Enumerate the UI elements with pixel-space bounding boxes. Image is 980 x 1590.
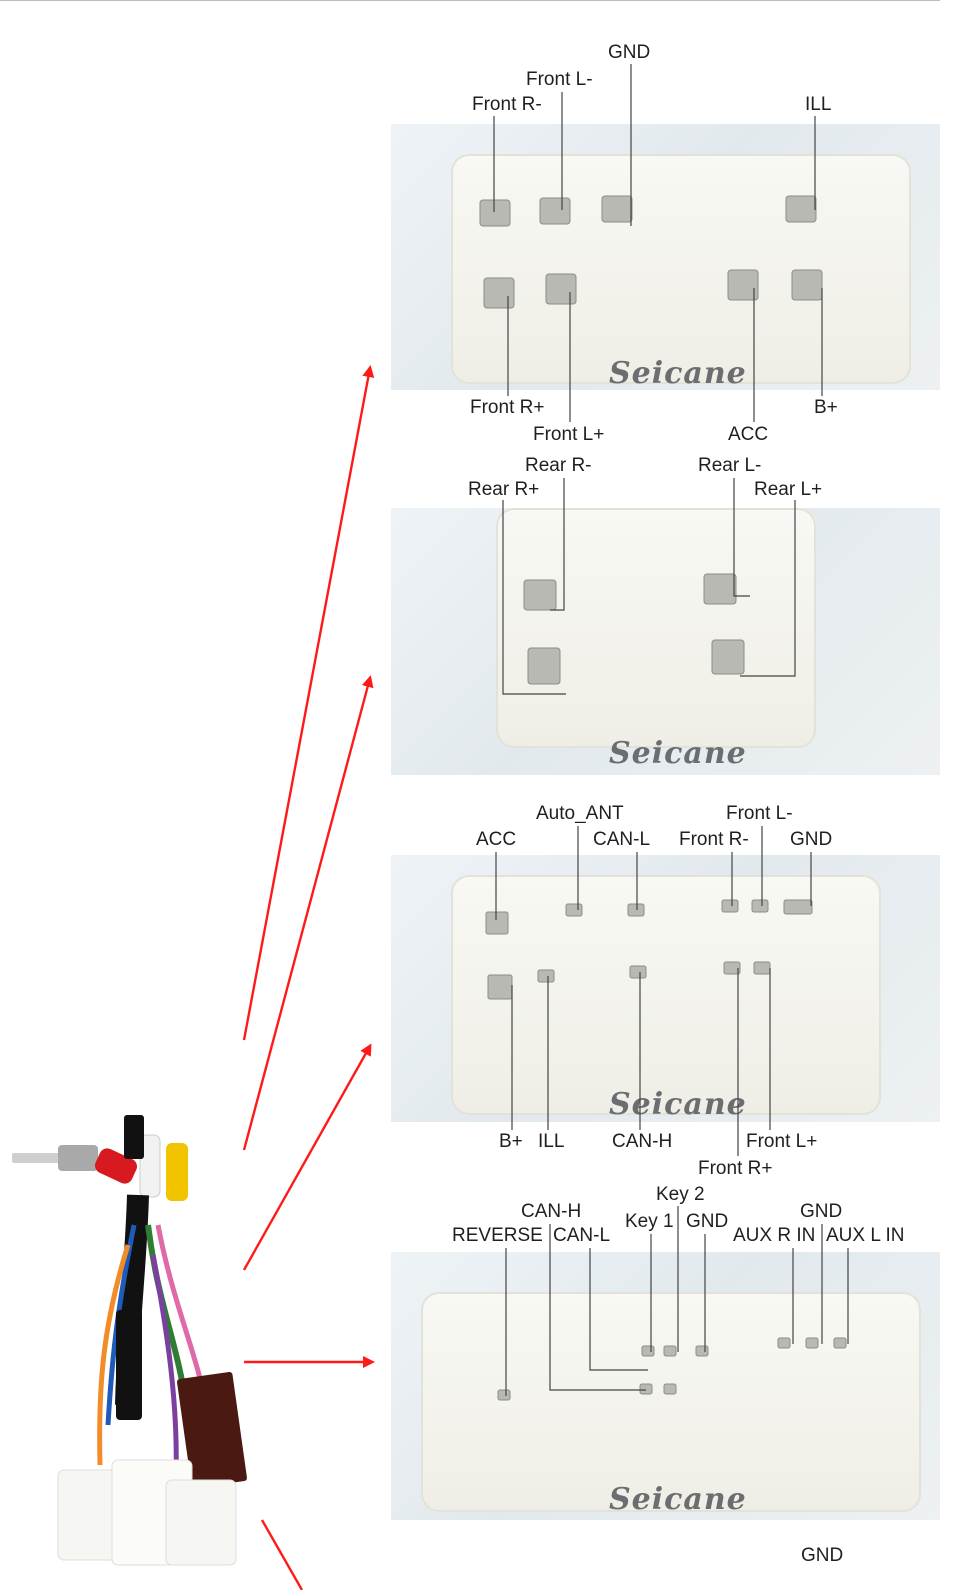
connector-photo-1: Seicane bbox=[391, 124, 940, 390]
brand-watermark: Seicane bbox=[609, 736, 747, 771]
pin-label-can-h: CAN-H bbox=[521, 1201, 582, 1222]
connector-housing bbox=[451, 154, 911, 384]
connector-photo-2: Seicane bbox=[391, 508, 940, 775]
pin-label-rear-l-minus: Rear L- bbox=[698, 455, 762, 476]
pin-label-acc: ACC bbox=[728, 424, 769, 445]
pin-label-rear-l-plus: Rear L+ bbox=[754, 479, 823, 500]
pin-label-gnd: GND bbox=[608, 42, 651, 63]
connector-housing bbox=[496, 508, 816, 748]
pin-label-can-l: CAN-L bbox=[553, 1225, 611, 1246]
pin-label-key-1: Key 1 bbox=[625, 1211, 674, 1232]
connector-pins bbox=[479, 195, 847, 1401]
pin-label-front-l-minus: Front L- bbox=[526, 69, 593, 90]
pin-label-front-r-minus: Front R- bbox=[679, 829, 749, 850]
pin-label-can-h: CAN-H bbox=[612, 1131, 673, 1152]
pin-label-front-r-minus: Front R- bbox=[472, 94, 542, 115]
connector-housing bbox=[421, 1292, 921, 1512]
pin-label-b-plus: B+ bbox=[814, 397, 838, 418]
pin-label-front-l-minus: Front L- bbox=[726, 803, 793, 824]
arrow-to-panel-5 bbox=[260, 1519, 304, 1590]
pin-label-can-l: CAN-L bbox=[593, 829, 651, 850]
pin-label-ill: ILL bbox=[805, 94, 832, 115]
pin-label-rear-r-minus: Rear R- bbox=[525, 455, 592, 476]
pin-label-aux-r-in: AUX R IN bbox=[733, 1225, 816, 1246]
pin-label-acc: ACC bbox=[476, 829, 517, 850]
pin-label-rear-r-plus: Rear R+ bbox=[468, 479, 540, 500]
connector-photo-3: Seicane bbox=[391, 855, 940, 1122]
arrow-to-panel-1 bbox=[242, 365, 375, 1041]
brand-watermark: Seicane bbox=[609, 1482, 747, 1517]
pin-label-gnd: GND bbox=[686, 1211, 729, 1232]
pin-label-aux-l-in: AUX L IN bbox=[826, 1225, 905, 1246]
pin-label-b-plus: B+ bbox=[499, 1131, 523, 1152]
brand-watermark: Seicane bbox=[609, 356, 747, 390]
pin-label-reverse: REVERSE bbox=[452, 1225, 543, 1246]
connector-housing bbox=[451, 875, 881, 1115]
pin-label-key-2: Key 2 bbox=[656, 1184, 705, 1205]
pin-label-gnd-next: GND bbox=[801, 1545, 844, 1566]
wiring-harness-image bbox=[12, 1115, 247, 1566]
brand-watermark: Seicane bbox=[609, 1087, 747, 1122]
pin-label-gnd: GND bbox=[790, 829, 833, 850]
pin-label-front-r-plus: Front R+ bbox=[698, 1158, 773, 1179]
leader-lines bbox=[493, 64, 849, 1396]
pin-label-front-l-plus: Front L+ bbox=[533, 424, 605, 445]
pin-label-front-r-plus: Front R+ bbox=[470, 397, 545, 418]
arrow-to-panel-2 bbox=[242, 675, 374, 1151]
top-divider bbox=[0, 0, 940, 1]
pin-label-gnd: GND bbox=[800, 1201, 843, 1222]
pin-label-ill: ILL bbox=[538, 1131, 565, 1152]
pin-label-auto-ant: Auto_ANT bbox=[536, 803, 624, 824]
pin-label-front-l-plus: Front L+ bbox=[746, 1131, 818, 1152]
arrow-to-panel-3 bbox=[242, 1043, 372, 1271]
